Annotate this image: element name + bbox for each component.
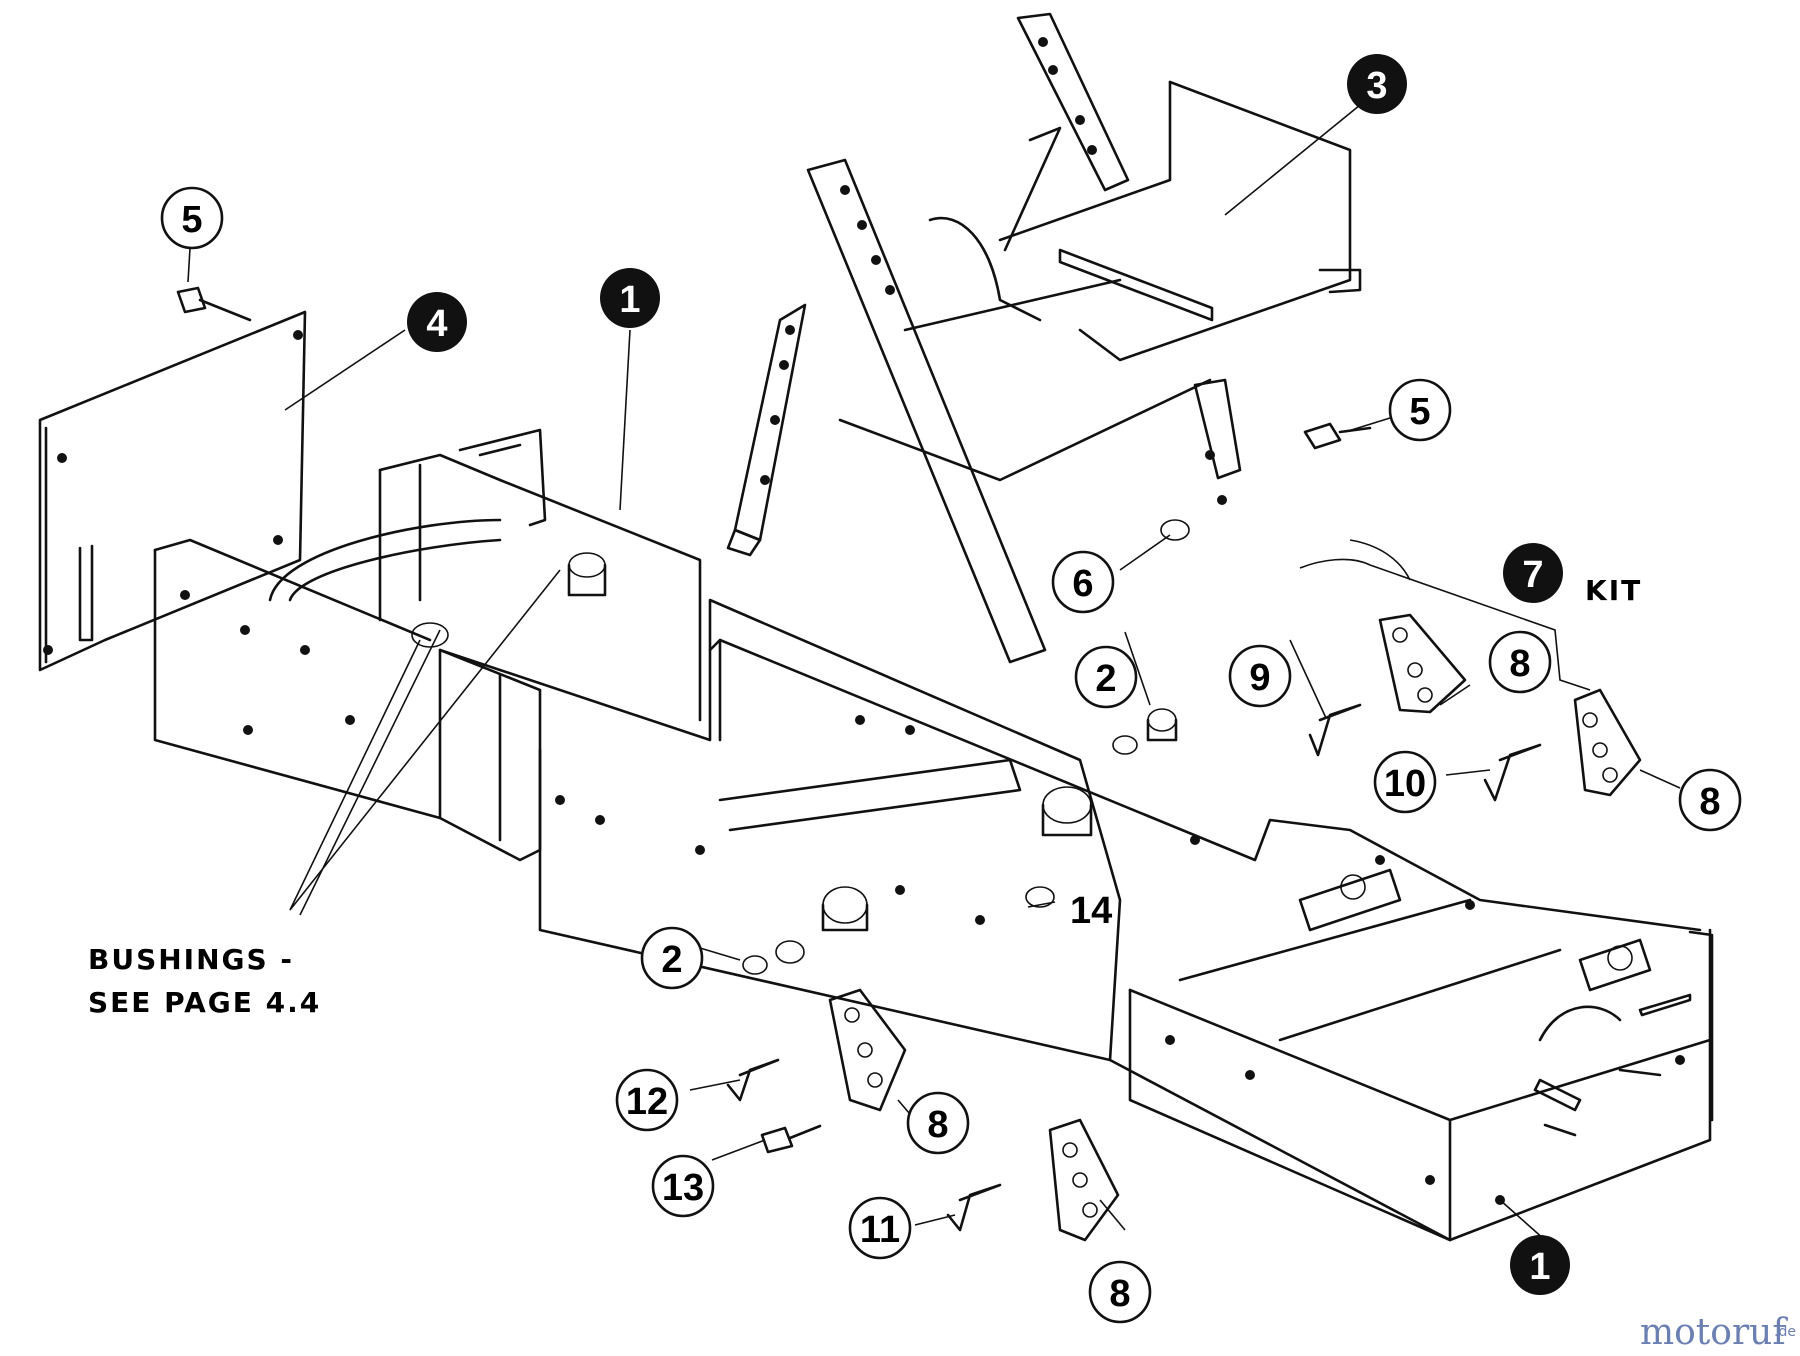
callout-label: 9 [1249, 657, 1270, 699]
callout-6: 6 [1051, 550, 1115, 614]
watermark-suffix: .de [1774, 1324, 1796, 1340]
callout-2-lower: 2 [640, 926, 704, 990]
callout-3: 3 [1347, 54, 1407, 114]
callout-label: 5 [1409, 391, 1430, 433]
bushings-note-line-2: SEE PAGE 4.4 [88, 986, 321, 1019]
callout-5-right: 5 [1388, 378, 1452, 442]
bushings-note-line-1: BUSHINGS - [88, 943, 294, 976]
callout-label: 8 [927, 1104, 948, 1146]
seat-support-part-3 [726, 12, 1362, 664]
callout-label: 10 [1384, 763, 1426, 805]
callout-label: 3 [1366, 65, 1387, 107]
callout-4: 4 [407, 292, 467, 352]
callout-label: 2 [661, 939, 682, 981]
callout-label: 5 [181, 199, 202, 241]
callout-8-kit-upper: 8 [1488, 630, 1552, 694]
side-panel-part-4 [38, 310, 307, 672]
callout-9: 9 [1228, 644, 1292, 708]
callout-13: 13 [651, 1154, 715, 1218]
callout-2-upper: 2 [1074, 645, 1138, 709]
watermark: motoruf .de [1640, 1312, 1796, 1353]
callout-8-front: 8 [906, 1091, 970, 1155]
callout-label: 11 [860, 1209, 900, 1251]
callout-label: 6 [1072, 563, 1093, 605]
leader-lines [187, 104, 1681, 1241]
callout-label: 8 [1509, 643, 1530, 685]
callout-7: 7 [1503, 543, 1563, 603]
callout-label: 8 [1109, 1273, 1130, 1315]
callout-12: 12 [615, 1068, 679, 1132]
callout-8-bottom: 8 [1088, 1260, 1152, 1324]
callout-1-top: 1 [600, 268, 660, 328]
callout-8-kit-lower: 8 [1678, 768, 1742, 832]
callout-5-top: 5 [160, 186, 224, 250]
callout-11: 11 [848, 1196, 912, 1260]
callout-label: 8 [1699, 781, 1720, 823]
callout-label: 2 [1095, 658, 1116, 700]
callout-label: 7 [1522, 554, 1543, 596]
part-14-label: 14 [1070, 890, 1112, 932]
callout-label: 1 [1529, 1246, 1550, 1288]
kit-label: KIT [1585, 574, 1642, 607]
callout-label: 12 [626, 1081, 668, 1123]
main-frame-part-1 [153, 428, 1714, 1242]
callout-label: 13 [662, 1167, 704, 1209]
callout-label: 1 [619, 279, 640, 321]
callout-10: 10 [1373, 750, 1437, 814]
callout-label: 4 [426, 303, 447, 345]
watermark-brand: motoruf [1640, 1312, 1788, 1353]
callout-1-bottom: 1 [1510, 1235, 1570, 1295]
small-parts [176, 286, 1642, 1242]
